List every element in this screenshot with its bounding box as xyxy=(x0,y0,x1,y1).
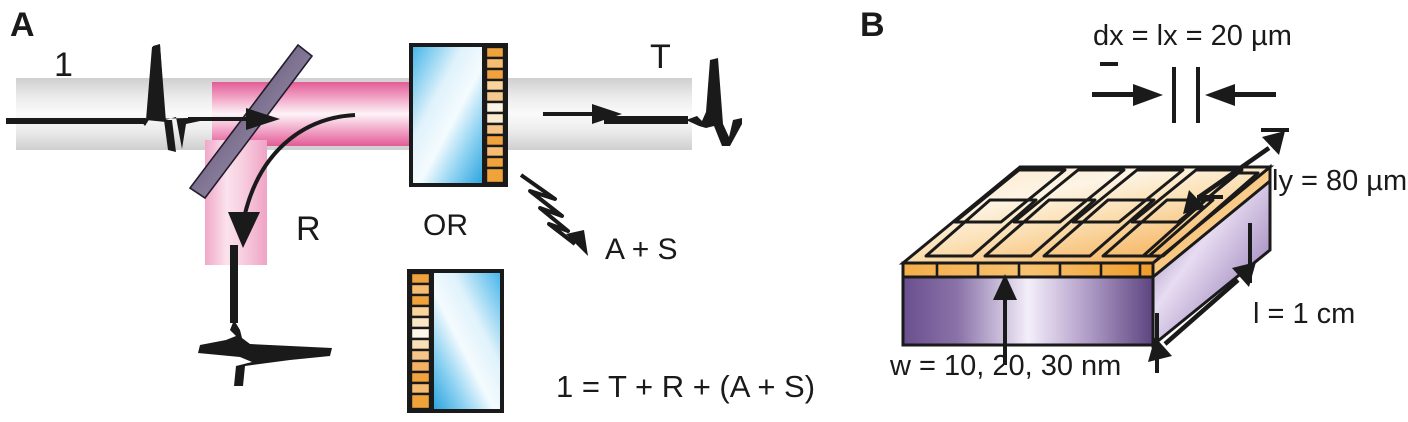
label-ly: ly = 80 µm xyxy=(1272,165,1408,197)
arrow-right-icon xyxy=(1133,84,1163,106)
label-reflected: R xyxy=(296,210,321,248)
reflection-curved-arrow-icon xyxy=(228,113,356,248)
arrow-left-icon xyxy=(1205,84,1235,106)
transmitted-direction-arrow-icon xyxy=(543,104,622,124)
label-absorbed-scattered: A + S xyxy=(605,233,678,266)
label-w: w = 10, 20, 30 nm xyxy=(890,350,1122,382)
pink-beam-horizontal xyxy=(212,82,490,146)
panel-a-letter: A xyxy=(10,6,35,44)
pink-beam-reflected xyxy=(205,140,267,265)
interdigitated-electrode-slab-icon xyxy=(898,163,1275,349)
label-incident: 1 xyxy=(54,46,73,84)
dx-tick-right xyxy=(1196,67,1200,123)
gray-beam-band xyxy=(16,78,692,150)
panel-b-letter: B xyxy=(860,6,885,44)
label-l: l = 1 cm xyxy=(1253,298,1356,330)
arrow-up-icon xyxy=(993,274,1017,300)
l-tick-near xyxy=(1155,313,1159,373)
label-dx: dx = lx = 20 µm xyxy=(1093,20,1292,52)
beamsplitter-icon xyxy=(188,43,314,200)
thz-pulse-waveform-icon xyxy=(6,44,200,152)
label-or: OR xyxy=(423,209,468,242)
sample-substrate-alt-icon xyxy=(407,269,504,413)
l-tick-far xyxy=(1248,223,1252,283)
dx-dimension-icon xyxy=(1092,62,1276,123)
sample-substrate-icon xyxy=(409,43,508,187)
zigzag-scatter-arrow-icon xyxy=(519,173,588,256)
input-direction-arrow-icon xyxy=(188,108,280,130)
label-equation: 1 = T + R + (A + S) xyxy=(556,369,816,404)
l-dimension-icon xyxy=(1148,223,1256,373)
label-transmitted: T xyxy=(650,38,671,76)
thz-pulse-waveform-output-icon xyxy=(604,58,742,146)
thz-pulse-waveform-vertical-icon xyxy=(198,245,332,386)
dx-tick-left xyxy=(1172,67,1176,123)
